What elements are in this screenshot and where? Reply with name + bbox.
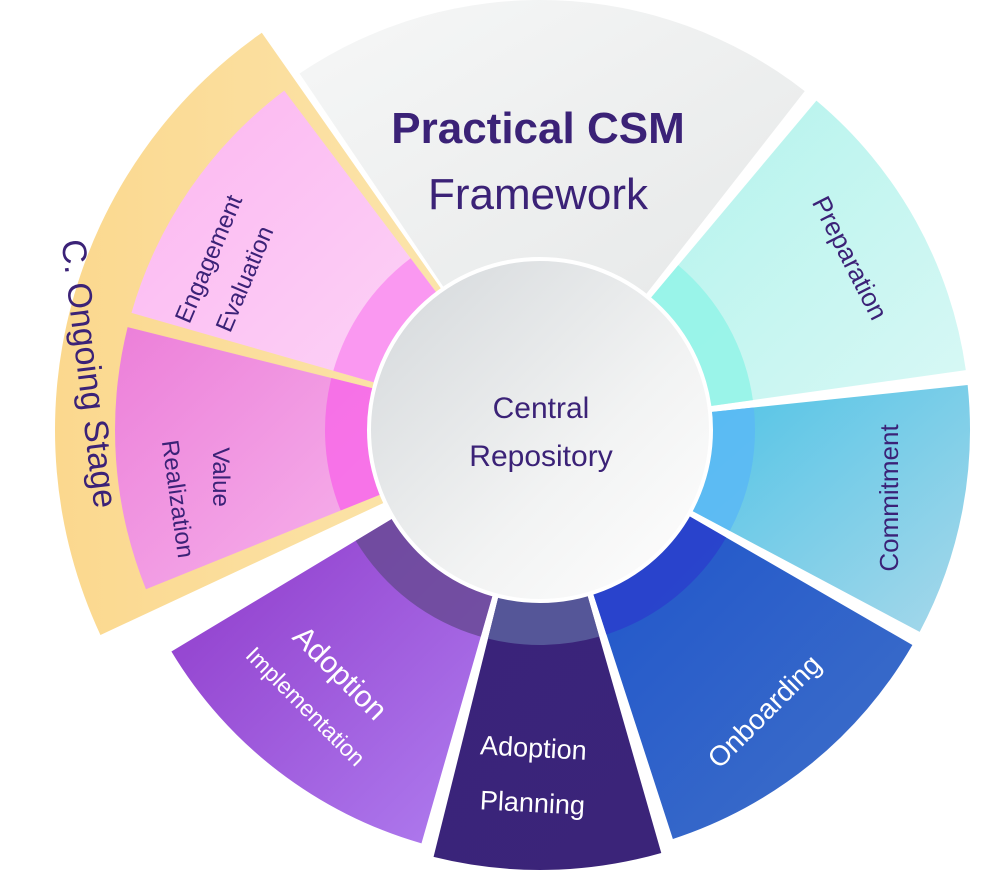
adoption-planning-label2: Planning — [479, 785, 586, 820]
commitment-label: Commitment — [874, 424, 904, 572]
value-realization-label1: Value — [207, 447, 234, 507]
title-line1: Practical CSM — [391, 104, 684, 153]
center-line1: Central — [493, 392, 590, 425]
segment-commitment[interactable] — [690, 385, 970, 632]
inner-ring-engagement-evaluation — [333, 258, 438, 384]
title-line2: Framework — [428, 170, 649, 219]
inner-ring-commitment — [690, 407, 755, 531]
center-line2: Repository — [469, 440, 612, 473]
segment-value-realization[interactable] — [114, 327, 383, 590]
inner-ring-adoption-planning — [487, 593, 600, 645]
segment-engagement-evaluation[interactable] — [131, 90, 438, 384]
inner-ring-preparation — [649, 265, 753, 407]
title-segment — [299, 0, 805, 297]
adoption-planning-label1: Adoption — [479, 730, 587, 766]
inner-ring-onboarding — [592, 515, 727, 635]
inner-ring-adoption-implementation — [355, 517, 494, 637]
central-repository-circle[interactable] — [367, 257, 713, 603]
segment-adoption-planning[interactable] — [433, 593, 662, 870]
